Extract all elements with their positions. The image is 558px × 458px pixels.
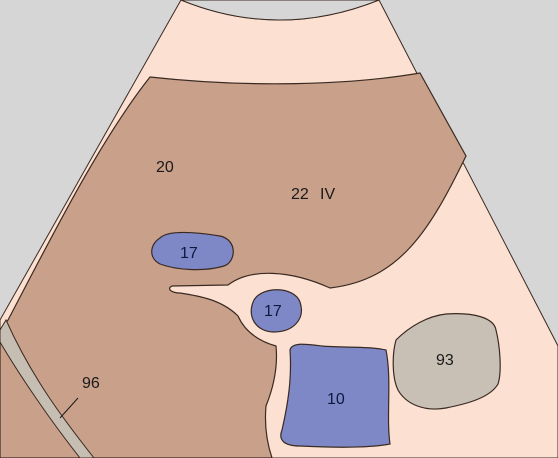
label-22: 22 [291,186,309,203]
label-93: 93 [436,352,454,369]
label-96: 96 [82,375,100,392]
label-20: 20 [156,159,174,176]
label-17-upper: 17 [180,245,198,262]
label-17-round: 17 [264,303,282,320]
label-22-segment: IV [320,186,335,203]
label-10: 10 [327,391,345,408]
